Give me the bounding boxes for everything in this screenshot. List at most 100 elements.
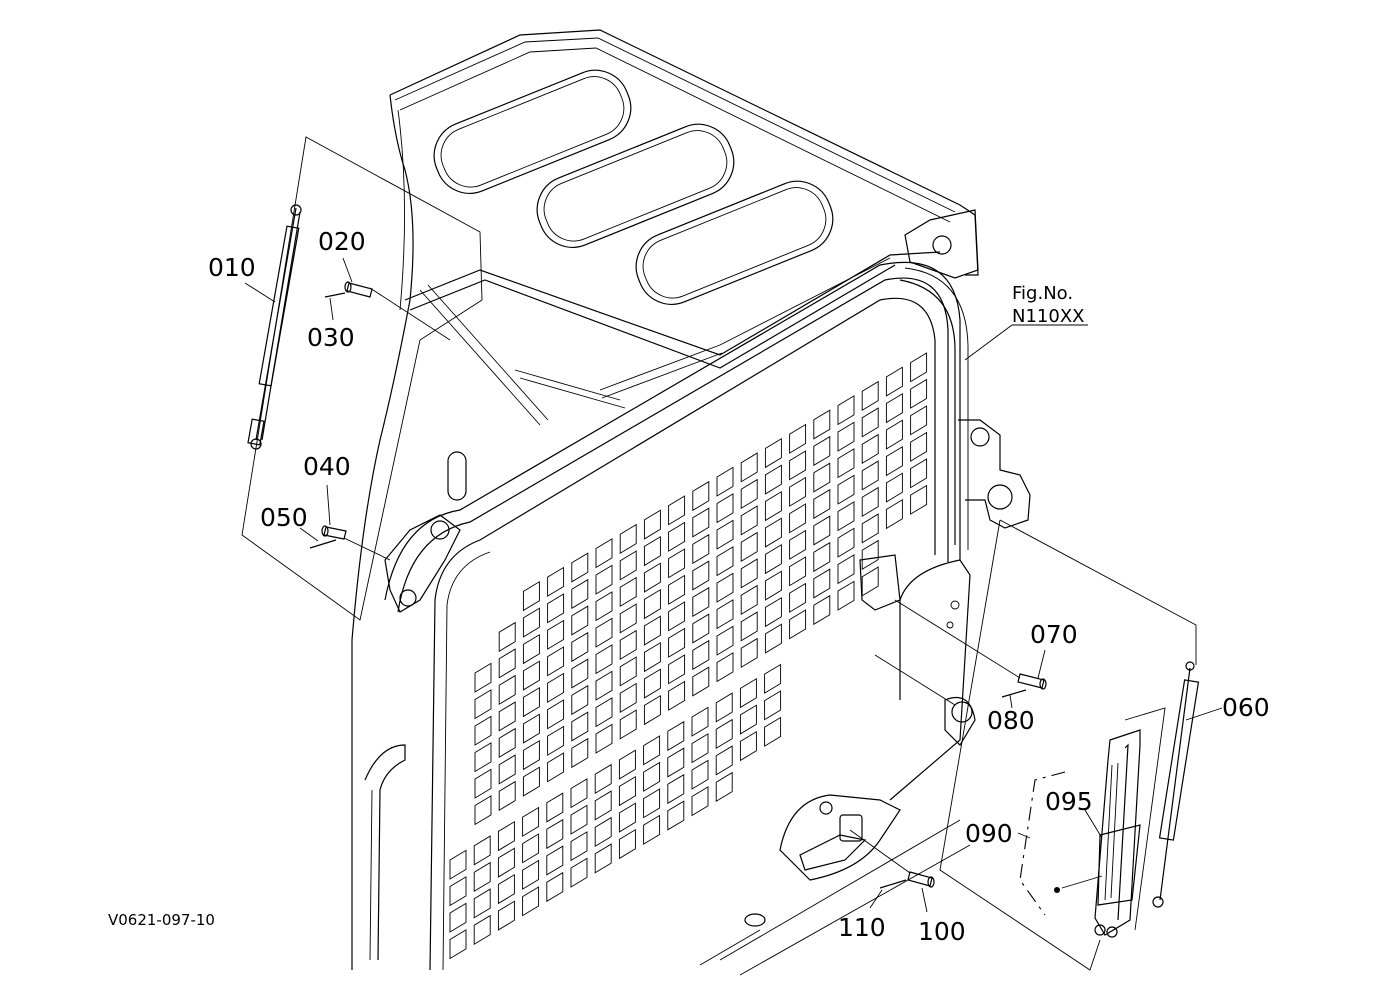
grille-cell	[885, 499, 903, 530]
grille-cell	[813, 409, 831, 440]
grille-cell	[691, 706, 709, 737]
grille-cell	[813, 515, 831, 546]
grille-cell	[885, 472, 903, 503]
grille-cell	[643, 615, 661, 646]
grille-cell	[522, 886, 540, 917]
grille-cell	[449, 902, 467, 933]
grille-cell	[764, 438, 782, 469]
grille-cell	[692, 480, 710, 512]
grille-cell	[473, 861, 491, 892]
grille-cell	[789, 450, 807, 481]
grille-cell	[764, 464, 782, 495]
grille-cell	[498, 674, 516, 705]
grille-cell	[522, 806, 540, 837]
grille-cell	[861, 486, 879, 517]
grille-cell	[594, 843, 612, 874]
grille-cell	[740, 478, 758, 509]
grille-cell	[837, 580, 855, 611]
grille-cell	[619, 523, 637, 554]
grille-cell	[739, 731, 757, 762]
grille-cell	[910, 431, 928, 462]
grille-cell	[522, 833, 540, 864]
grille-cell	[473, 835, 491, 866]
grille-cell	[885, 393, 903, 424]
grille-cell	[570, 778, 588, 809]
callout-labels: 010 020 030 040 050 060 070 080 090 095 …	[108, 227, 1270, 946]
grille-cell	[643, 668, 661, 699]
grille-cell	[643, 536, 661, 567]
grille-cell	[861, 539, 879, 570]
grille-cell	[716, 519, 734, 550]
grille-cell	[522, 766, 540, 797]
grille-cell	[910, 352, 928, 383]
grille-cell	[547, 566, 565, 597]
grille-cell	[740, 558, 758, 589]
grille-cell	[474, 662, 492, 693]
grille-cell	[498, 780, 516, 811]
grille-cell	[813, 594, 831, 626]
grille-cell	[740, 531, 758, 562]
grille-cell	[764, 544, 782, 575]
grille-cell	[619, 603, 637, 634]
grille-cell	[618, 776, 636, 807]
grille-cell	[546, 845, 564, 876]
grille-cell	[837, 501, 855, 532]
fig-no-value: N110XX	[1012, 306, 1084, 327]
grille-cell	[571, 711, 589, 742]
grille-cell	[715, 692, 733, 723]
grille-cell	[498, 727, 516, 758]
grille-cell	[547, 646, 565, 677]
grille-cell	[764, 570, 782, 601]
grille-cell	[764, 597, 782, 628]
grille-cell	[547, 619, 565, 650]
grille-cell	[497, 821, 515, 852]
grille-cell	[474, 768, 492, 799]
grille-cell	[570, 804, 588, 835]
grille-cell	[571, 552, 589, 583]
grille-cell	[837, 474, 855, 505]
grille-cell	[522, 740, 540, 771]
grille-cell	[739, 678, 757, 709]
grille-cell	[910, 405, 928, 436]
grille-cell	[643, 788, 661, 819]
grille-cell	[885, 446, 903, 477]
grille-cell	[522, 859, 540, 890]
clip-080	[1001, 689, 1027, 698]
cab-body	[351, 29, 1031, 970]
grille-cell	[643, 761, 661, 792]
grille-cell	[716, 546, 734, 577]
grille-cell	[885, 419, 903, 450]
bolt-100	[907, 871, 935, 888]
grille-cell	[716, 572, 734, 603]
grille-cell	[547, 593, 565, 624]
callout-095: 095	[1045, 787, 1093, 816]
reference-lines	[241, 136, 1223, 971]
grille-cell	[692, 639, 710, 671]
grille-cell	[692, 533, 710, 565]
grille-cell	[474, 715, 492, 746]
grille-cell	[619, 550, 637, 581]
grille-cell	[474, 742, 492, 773]
grille-cell	[571, 605, 589, 636]
gas-spring-010	[247, 204, 302, 450]
grille-cell	[667, 720, 685, 752]
grille-cell	[546, 871, 564, 903]
grille-cell	[813, 568, 831, 599]
grille-cell	[643, 589, 661, 620]
grille-cell	[692, 666, 710, 697]
grille-cell	[789, 556, 807, 587]
grille-cell	[764, 716, 782, 747]
grille-cell	[595, 591, 613, 622]
grille-cell	[861, 460, 879, 491]
grille-cell	[522, 687, 540, 718]
grille-cell	[668, 548, 686, 579]
grille-cell	[668, 601, 686, 632]
grille-cell	[861, 566, 879, 597]
grille-cell	[716, 599, 734, 630]
grille-cell	[571, 631, 589, 663]
clip-050	[309, 539, 337, 549]
grille-cell	[668, 574, 686, 605]
grille-cell	[813, 541, 831, 573]
grille-cell	[789, 529, 807, 560]
